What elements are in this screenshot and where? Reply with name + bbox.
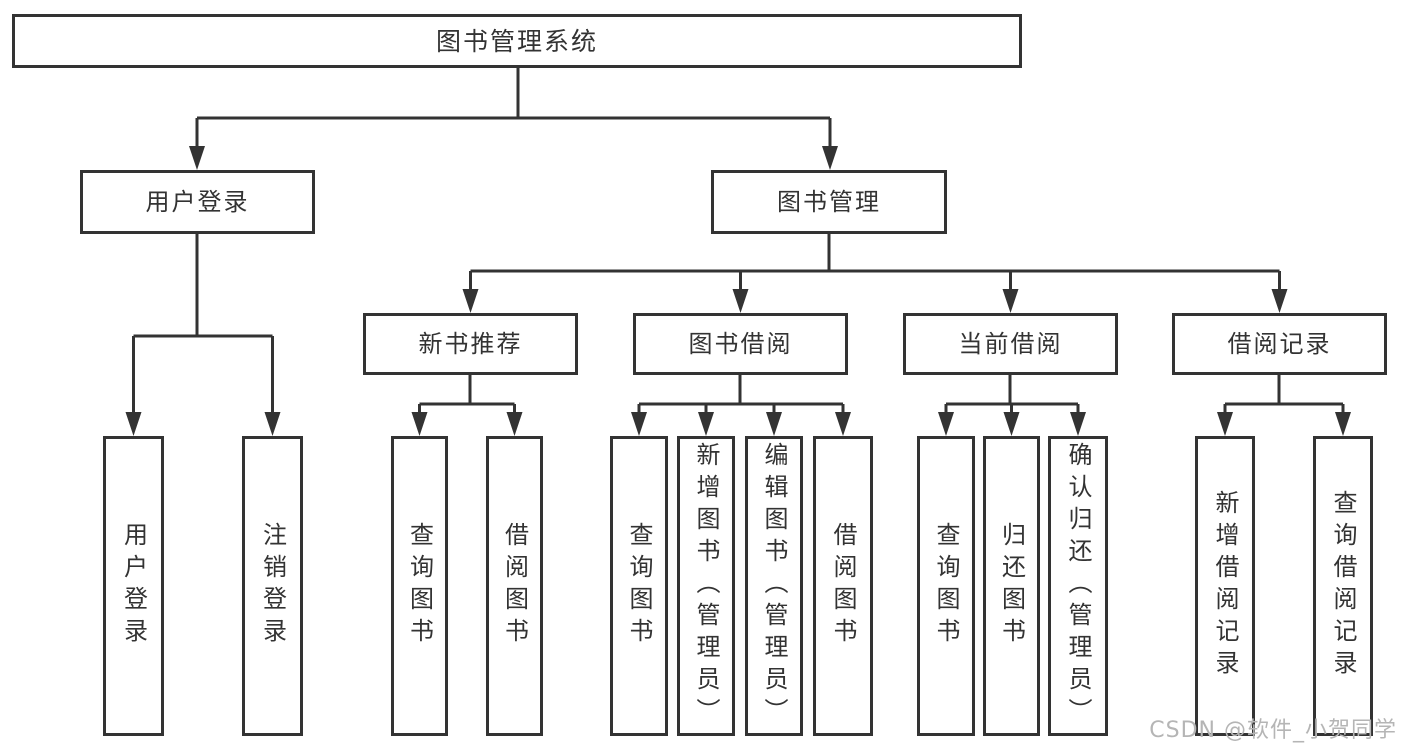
node-label: 查询图书 xyxy=(405,522,434,650)
node-label: 归还图书 xyxy=(997,522,1026,650)
node-borrow-record: 借阅记录 xyxy=(1172,313,1387,375)
leaf-record-query-borrow-record: 查询借阅记录 xyxy=(1313,436,1373,736)
leaf-borrow-add-books-admin: 新增图书（管理员） xyxy=(677,436,735,736)
node-label: 新增图书（管理员） xyxy=(692,442,720,730)
node-current-borrow: 当前借阅 xyxy=(903,313,1118,375)
node-label: 确认归还（管理员） xyxy=(1064,442,1092,730)
node-book-borrow: 图书借阅 xyxy=(633,313,848,375)
connector-stems xyxy=(132,68,1345,412)
node-label: 用户登录 xyxy=(119,522,148,650)
node-root-system: 图书管理系统 xyxy=(12,14,1022,68)
leaf-borrow-query-books: 查询图书 xyxy=(610,436,668,736)
node-label: 图书管理系统 xyxy=(435,26,598,56)
leaf-current-return-books: 归还图书 xyxy=(983,436,1040,736)
csdn-watermark: CSDN @软件_小贺同学 xyxy=(1149,718,1397,743)
node-label: 用户登录 xyxy=(145,188,250,216)
node-book-management: 图书管理 xyxy=(711,170,947,234)
leaf-borrow-borrow-books: 借阅图书 xyxy=(813,436,873,736)
connector-arrowheads xyxy=(125,146,1351,436)
node-label: 查询图书 xyxy=(932,522,960,650)
node-label: 借阅图书 xyxy=(500,522,529,650)
node-label: 新书推荐 xyxy=(418,330,523,358)
node-user-login: 用户登录 xyxy=(80,170,315,234)
leaf-newbook-borrow-books: 借阅图书 xyxy=(486,436,543,736)
leaf-user-login: 用户登录 xyxy=(103,436,164,736)
node-label: 查询图书 xyxy=(625,522,653,650)
leaf-current-confirm-return-admin: 确认归还（管理员） xyxy=(1048,436,1108,736)
node-label: 当前借阅 xyxy=(958,330,1063,358)
leaf-current-query-books: 查询图书 xyxy=(917,436,975,736)
leaf-record-add-borrow-record: 新增借阅记录 xyxy=(1195,436,1255,736)
leaf-logout: 注销登录 xyxy=(242,436,303,736)
leaf-newbook-query-books: 查询图书 xyxy=(391,436,448,736)
node-new-book-recommend: 新书推荐 xyxy=(363,313,578,375)
node-label: 借阅记录 xyxy=(1227,330,1332,358)
node-label: 编辑图书（管理员） xyxy=(760,442,788,730)
node-label: 图书借阅 xyxy=(688,330,793,358)
node-label: 图书管理 xyxy=(777,188,881,216)
node-label: 借阅图书 xyxy=(829,522,857,650)
node-label: 新增借阅记录 xyxy=(1211,490,1239,682)
node-label: 查询借阅记录 xyxy=(1329,490,1357,682)
leaf-borrow-edit-books-admin: 编辑图书（管理员） xyxy=(745,436,803,736)
node-label: 注销登录 xyxy=(258,522,287,650)
